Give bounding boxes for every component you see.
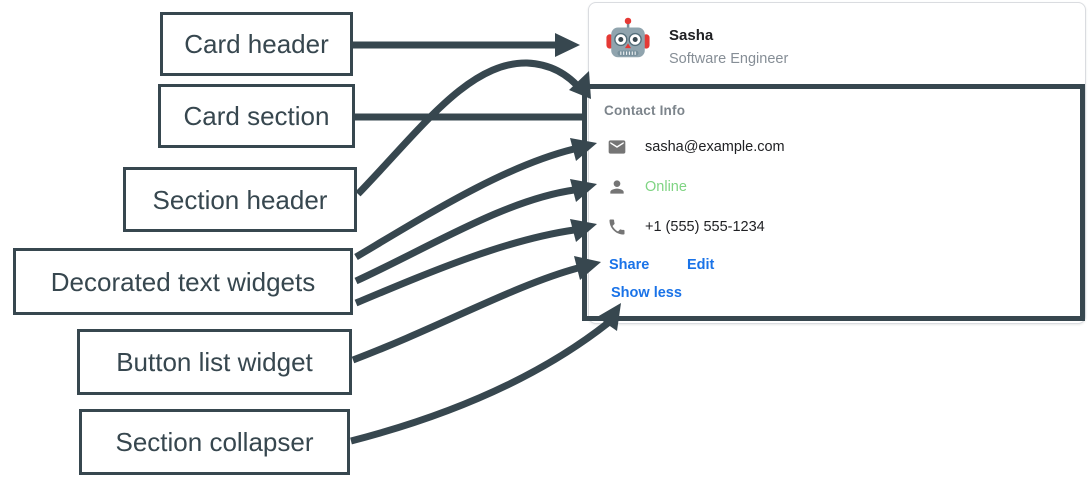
share-button[interactable]: Share [609,257,650,273]
label-card-section: Card section [158,84,355,148]
contact-card: Sasha Software Engineer Contact Info sas… [588,2,1086,324]
phone-icon [609,219,625,235]
show-less-button[interactable]: Show less [611,285,682,301]
label-section-collapser: Section collapser [79,409,350,475]
edit-button[interactable]: Edit [687,257,715,273]
status-text: Online [645,179,687,195]
robot-avatar-icon [606,17,650,58]
person-icon [610,180,624,194]
mail-icon [608,140,626,154]
arrow-decorated-email [354,138,597,261]
card-title: Sasha [669,27,714,44]
email-text: sasha@example.com [645,139,785,155]
arrow-decorated-phone [354,219,597,307]
label-decorated-text-widgets: Decorated text widgets [13,248,353,315]
card-subtitle: Software Engineer [669,51,789,67]
label-card-header: Card header [160,12,353,76]
arrow-section-collapser [350,303,621,445]
phone-text: +1 (555) 555-1234 [645,219,765,235]
arrow-card-header [353,33,580,57]
label-button-list-widget: Button list widget [77,329,352,395]
arrow-button-list [351,256,601,364]
arrow-section-header [355,59,591,197]
label-section-header: Section header [123,167,357,232]
arrow-decorated-status [354,179,597,285]
section-header-text: Contact Info [604,103,686,118]
